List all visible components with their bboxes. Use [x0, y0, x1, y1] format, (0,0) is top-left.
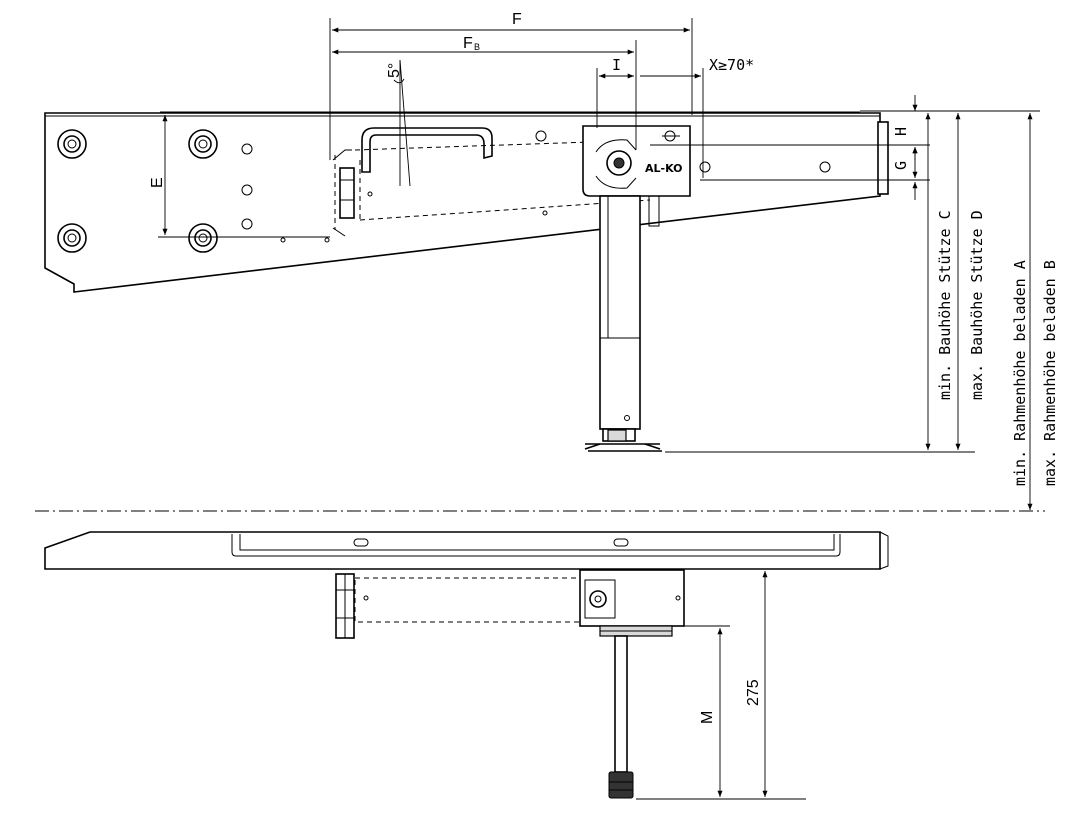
support-leg	[584, 195, 662, 452]
logo-text: AL-KO	[645, 162, 682, 175]
dimension-HG: H G	[650, 95, 930, 200]
crank-handle	[361, 127, 493, 173]
dimension-I: I	[596, 56, 634, 128]
frame-plan	[44, 531, 881, 570]
dimension-F: F	[329, 11, 693, 160]
dimension-FB: F B	[332, 35, 637, 150]
frame-profile	[44, 112, 881, 293]
label-min-rahmenhoehe: min. Rahmenhöhe beladen A	[1011, 260, 1029, 486]
side-view: AL-KO	[44, 111, 889, 452]
label-H: H	[892, 127, 910, 136]
stowed-support	[332, 149, 355, 237]
dimension-M-275: M 275	[636, 568, 806, 800]
label-max-bauhoehe: max. Bauhöhe Stütze D	[968, 210, 986, 400]
label-FB: F	[463, 35, 473, 52]
label-X: X≥70*	[709, 56, 754, 74]
label-F: F	[512, 11, 522, 28]
angle-5deg: 5°	[386, 59, 411, 187]
dimension-E: E	[149, 112, 330, 238]
label-angle: 5°	[386, 63, 403, 78]
label-FB-sub: B	[474, 42, 480, 52]
label-E: E	[149, 177, 166, 188]
dimension-X: X≥70*	[640, 56, 754, 178]
label-M: M	[699, 711, 716, 724]
bolt-group-left	[57, 129, 218, 253]
label-I: I	[612, 56, 621, 74]
label-min-bauhoehe: min. Bauhöhe Stütze C	[936, 210, 954, 400]
label-max-rahmenhoehe: max. Rahmenhöhe beladen B	[1041, 260, 1059, 486]
frame-end-cap	[877, 121, 889, 195]
stowed-leg-plan	[335, 573, 369, 639]
plan-view	[44, 531, 889, 799]
label-G: G	[892, 161, 910, 170]
label-275: 275	[745, 679, 762, 706]
gearbox-plan	[579, 569, 685, 637]
frame-holes	[241, 130, 831, 243]
leg-plan	[608, 635, 634, 799]
height-dimensions: min. Bauhöhe Stütze C max. Bauhöhe Stütz…	[665, 110, 1059, 510]
